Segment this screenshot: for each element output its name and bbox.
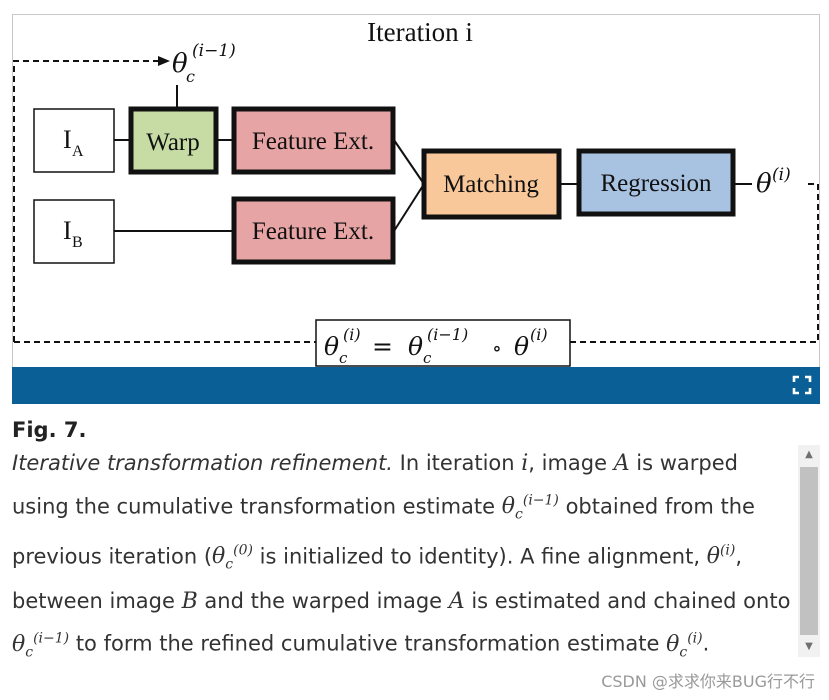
svg-text:c: c: [423, 349, 432, 367]
caption-scrollbar[interactable]: ▲ ▼: [798, 445, 820, 657]
expand-icon[interactable]: [792, 375, 812, 395]
feedback-loop-right: [570, 183, 819, 343]
svg-text:(i−1): (i−1): [427, 325, 468, 344]
svg-text:∘: ∘: [492, 336, 502, 360]
svg-text:I: I: [63, 125, 72, 154]
theta-i: θ(i): [706, 542, 736, 570]
warp-box: [128, 106, 219, 175]
svg-text:Iteration i: Iteration i: [367, 17, 473, 47]
feedback-theta-label: θ: [172, 49, 188, 79]
theta-c-i: θc(i): [666, 630, 703, 657]
svg-text:c: c: [339, 349, 348, 367]
image-a-box: [33, 108, 115, 173]
pipeline-diagram: Iteration i θ c (i−1) I A I B Warp Featu…: [13, 17, 819, 367]
regression-box: [576, 148, 736, 217]
svg-text:(i): (i): [343, 325, 361, 344]
svg-text:Matching: Matching: [443, 171, 539, 198]
matching-label: Matching: [443, 171, 539, 198]
feature-ext-a-label: Feature Ext.: [252, 128, 374, 155]
svg-text:θ: θ: [408, 332, 423, 361]
svg-text:=: =: [372, 332, 393, 361]
diagram-title: Iteration i: [367, 17, 473, 47]
warp-label: Warp: [146, 129, 200, 156]
feature-ext-b-label: Feature Ext.: [252, 218, 374, 245]
output-theta-label: θ: [756, 169, 772, 199]
figure-caption: Iterative transformation refinement. In …: [12, 451, 791, 657]
matching-box: [421, 148, 562, 220]
figure-label: Fig. 7.: [12, 418, 87, 442]
svg-text:(i−1): (i−1): [192, 41, 236, 61]
svg-text:Regression: Regression: [600, 170, 712, 197]
feature-ext-a-box: [231, 106, 396, 175]
svg-text:A: A: [72, 143, 84, 160]
scroll-up-arrow-icon[interactable]: ▲: [805, 449, 813, 460]
image-b-box: [33, 199, 115, 264]
theta-c-prev-2: θc(i−1): [12, 630, 70, 657]
equation-text: θ c (i) = θ c (i−1) ∘ θ (i): [324, 325, 548, 367]
feature-ext-b-box: [231, 196, 396, 265]
figure-toolbar: [12, 367, 820, 404]
svg-text:I: I: [63, 216, 72, 245]
watermark: CSDN @求求你来BUG行不行: [601, 672, 815, 691]
caption-container: Iterative transformation refinement. In …: [12, 445, 796, 657]
svg-text:θ: θ: [324, 332, 339, 361]
svg-text:(i): (i): [772, 165, 791, 185]
svg-text:θ: θ: [514, 332, 529, 361]
equation-box: [315, 319, 571, 367]
theta-c-prev: θc(i−1): [501, 492, 559, 523]
scroll-down-arrow-icon[interactable]: ▼: [805, 641, 813, 652]
svg-text:Warp: Warp: [146, 129, 200, 156]
scroll-thumb[interactable]: [800, 467, 818, 635]
caption-lead: Iterative transformation refinement.: [12, 451, 393, 475]
svg-text:B: B: [72, 234, 83, 251]
feedback-arrow-icon: [158, 56, 170, 66]
feedback-loop-top: [13, 60, 160, 342]
svg-text:Feature Ext.: Feature Ext.: [252, 128, 374, 155]
theta-c-zero: θc(0): [212, 542, 253, 573]
svg-text:c: c: [186, 67, 195, 86]
svg-text:(i): (i): [530, 325, 548, 344]
regression-label: Regression: [600, 170, 712, 197]
svg-text:Feature Ext.: Feature Ext.: [252, 218, 374, 245]
